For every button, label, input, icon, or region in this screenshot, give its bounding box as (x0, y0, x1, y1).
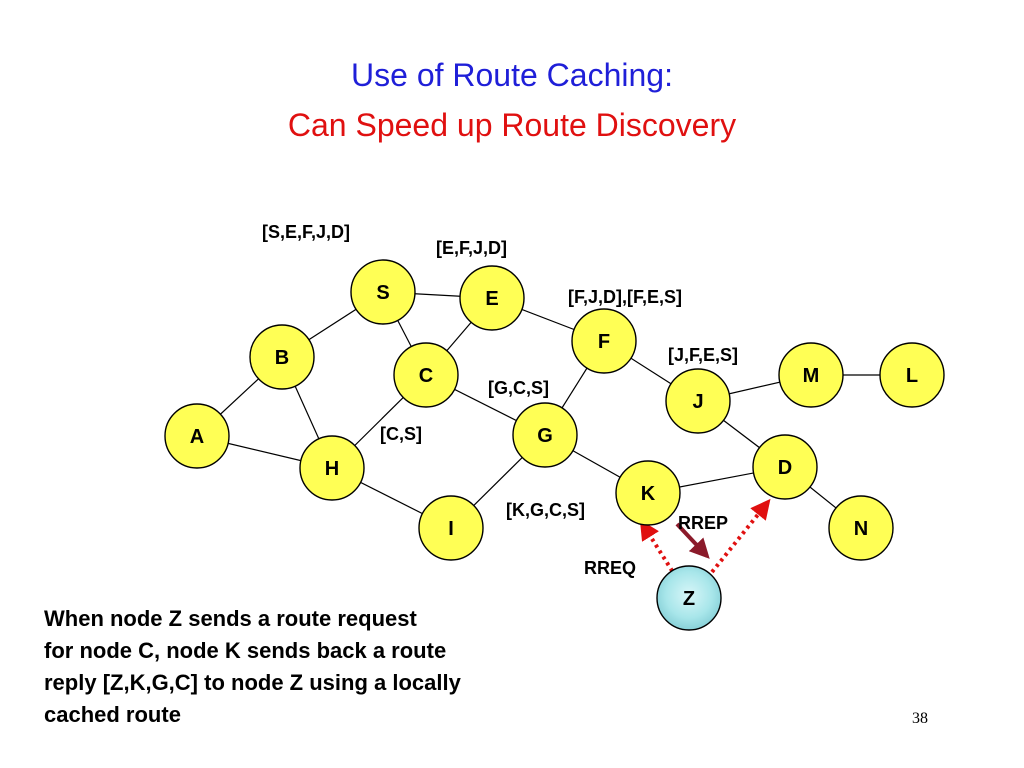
caption-line: When node Z sends a route request (44, 606, 417, 631)
slide-title-line-2: Can Speed up Route Discovery (287, 107, 737, 143)
node-circle (571, 308, 637, 374)
node-z: Z (656, 565, 722, 631)
slide-title-line-1: Use of Route Caching: (351, 57, 673, 93)
node-label: B (275, 347, 289, 369)
node-label: A (190, 426, 204, 448)
node-circle (752, 434, 818, 500)
route-cache-label-k: [K,G,C,S] (506, 500, 585, 520)
node-j: J (665, 368, 731, 434)
node-h: H (299, 435, 365, 501)
node-label: L (906, 365, 918, 387)
node-label: N (854, 518, 868, 540)
node-circle (393, 342, 459, 408)
node-circle (879, 342, 945, 408)
node-g: G (512, 402, 578, 468)
node-label: F (598, 331, 610, 353)
node-circle (418, 495, 484, 561)
node-label: G (537, 425, 553, 447)
rrep-label: RREP (678, 513, 729, 533)
node-circle (459, 265, 525, 331)
route-cache-label-j: [J,F,E,S] (668, 345, 739, 365)
rreq-arrow-to-d (710, 498, 771, 574)
node-label: D (778, 457, 792, 479)
slide-caption: When node Z sends a route request for no… (44, 603, 604, 731)
caption-line: for node C, node K sends back a route (44, 638, 447, 663)
node-b: B (249, 324, 315, 390)
node-c: C (393, 342, 459, 408)
node-label: I (448, 518, 454, 540)
node-l: L (879, 342, 945, 408)
node-circle (512, 402, 578, 468)
node-circle (828, 495, 894, 561)
rreq-label: RREQ (584, 558, 637, 578)
rreq-arrow-to-k (639, 519, 678, 579)
node-m: M (778, 342, 844, 408)
node-label: S (376, 282, 389, 304)
node-k: K (615, 460, 681, 526)
route-cache-label-c: [C,S] (380, 424, 422, 444)
caption-line: reply [Z,K,G,C] to node Z using a locall… (44, 670, 461, 695)
node-circle (164, 403, 230, 469)
route-cache-label-e: [E,F,J,D] (436, 238, 508, 258)
node-label: M (803, 365, 820, 387)
node-label: E (485, 288, 498, 310)
node-i: I (418, 495, 484, 561)
node-e: E (459, 265, 525, 331)
node-circle (350, 259, 416, 325)
rrep-arrow (675, 522, 710, 559)
node-label: Z (683, 588, 695, 610)
node-n: N (828, 495, 894, 561)
node-circle (665, 368, 731, 434)
node-d: D (752, 434, 818, 500)
node-circle (656, 565, 722, 631)
node-circle (299, 435, 365, 501)
caption-line: cached route (44, 702, 181, 727)
node-label: J (692, 391, 703, 413)
route-cache-label-f: [F,J,D],[F,E,S] (568, 287, 683, 307)
node-label: K (641, 483, 656, 505)
route-cache-label-s: [S,E,F,J,D] (262, 222, 351, 242)
node-circle (249, 324, 315, 390)
node-label: H (325, 458, 339, 480)
node-circle (615, 460, 681, 526)
node-s: S (350, 259, 416, 325)
node-circle (778, 342, 844, 408)
arrow-group (639, 498, 771, 579)
route-cache-label-g: [G,C,S] (488, 378, 549, 398)
node-a: A (164, 403, 230, 469)
node-label: C (419, 365, 433, 387)
node-f: F (571, 308, 637, 374)
slide-number: 38 (912, 710, 928, 727)
